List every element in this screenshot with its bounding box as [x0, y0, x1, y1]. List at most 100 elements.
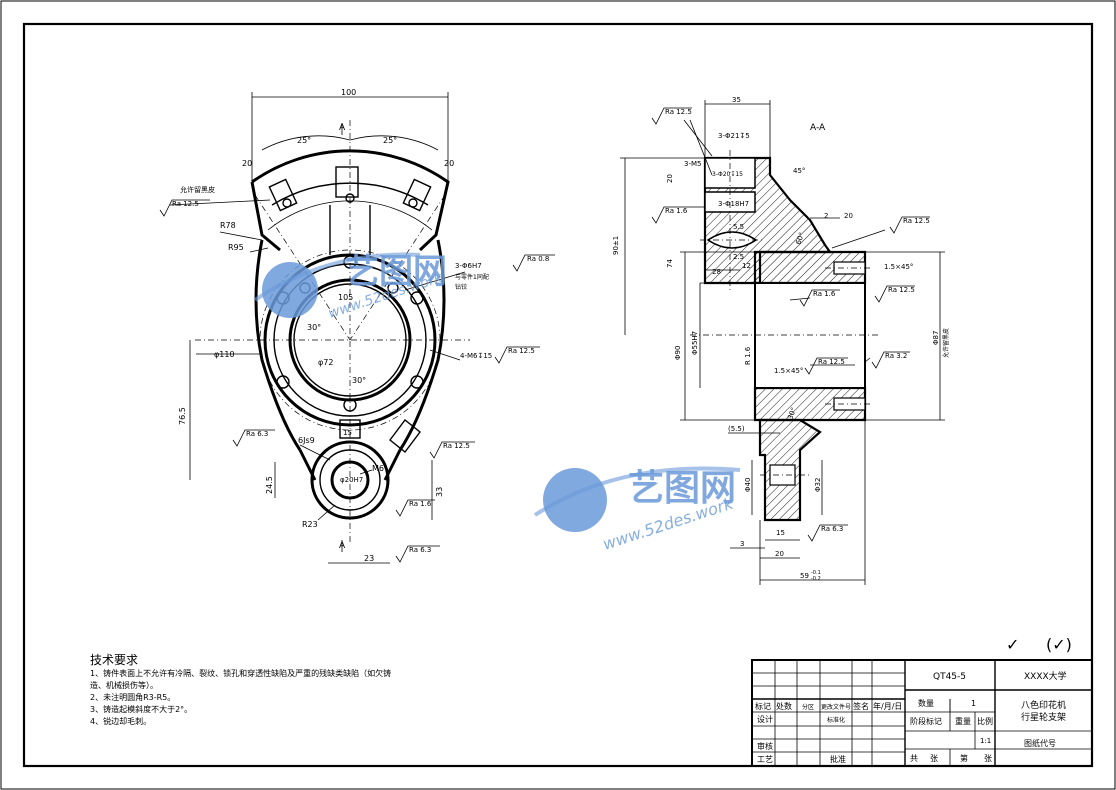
dim-20-right: 20 — [444, 159, 454, 168]
tb-material: QT45-5 — [933, 672, 966, 682]
sec-dim-35: 35 — [732, 96, 741, 104]
dim-angle-left: 25° — [297, 136, 311, 145]
dim-3-phi6h7: 3-Φ6H7 — [455, 262, 482, 270]
tech-req-item-4: 4、锐边却毛刺。 — [90, 716, 151, 726]
sec-dim-20-lower: 20 — [775, 550, 784, 558]
sec-dim-60: 60° — [794, 231, 806, 245]
sec-dim-28: 28 — [712, 268, 721, 276]
sec-dim-phi87: Φ87 — [932, 331, 940, 345]
ra-sec-1: Ra 12.5 — [665, 108, 692, 116]
ra-front-4: Ra 6.3 — [246, 430, 268, 438]
sec-note-black-skin: 允许留黑皮 — [942, 328, 950, 358]
tb-hdr-doc: 更改文件号 — [821, 703, 851, 711]
dim-33: 33 — [435, 487, 444, 497]
tb-sheet: 张 — [984, 754, 992, 763]
ra-front-6: Ra 1.6 — [409, 500, 432, 508]
ra-front-5: Ra 12.5 — [443, 442, 470, 450]
tb-hdr-sign: 签名 — [853, 701, 869, 711]
sec-dim-74: 74 — [666, 259, 674, 268]
dim-phi110: φ110 — [214, 350, 235, 359]
section-roughness: Ra 12.5 Ra 1.6 Ra 12.5 Ra 1.6 Ra 12.5 Ra… — [651, 107, 930, 542]
section-title: A-A — [810, 123, 826, 133]
dim-6js9: 6Js9 — [298, 436, 315, 445]
dim-76-5: 76.5 — [178, 407, 187, 425]
dim-m6: M6 — [372, 464, 384, 473]
sec-dim-59: 59 — [800, 572, 809, 580]
tb-qty-value: 1 — [971, 699, 976, 708]
tb-approve: 批准 — [830, 754, 846, 764]
dim-23: 23 — [364, 554, 374, 563]
watermark-1: 艺图网 www.52des.work — [253, 252, 447, 322]
watermark-cn-2: 艺图网 — [628, 468, 736, 509]
tb-review: 审核 — [757, 741, 773, 751]
sec-dim-45: 45° — [793, 167, 805, 175]
sec-dim-phi40: Φ40 — [744, 478, 752, 492]
section-view: A-A 35 3-Φ21↧5 3-M5 20 3-Φ20↧15 3-Φ18H7 … — [612, 96, 950, 585]
tb-hdr-area: 分区 — [802, 703, 814, 711]
dim-24-5: 24.5 — [265, 476, 274, 494]
ra-front-2: Ra 0.8 — [527, 255, 549, 263]
tb-process: 工艺 — [757, 755, 773, 764]
sec-dim-59-tol-upper: -0.1 — [811, 570, 821, 576]
inner-frame — [22, 22, 1094, 768]
cut-mark-bottom: A — [339, 541, 346, 551]
sec-dim-phi55h7: Φ55H7 — [691, 331, 699, 355]
sec-dim-3m5: 3-M5 — [684, 160, 701, 168]
sec-dim-5-5-ref: (5.5) — [728, 425, 745, 433]
tb-weight: 重量 — [955, 716, 971, 726]
tb-qty-label: 数量 — [918, 698, 934, 708]
ra-sec-7: Ra 3.2 — [885, 352, 907, 360]
note-drill-ream: 钻铰 — [455, 283, 467, 291]
tb-standardize: 标准化 — [827, 716, 845, 724]
watermark-cn-1: 艺图网 — [345, 252, 447, 292]
ra-front-7: Ra 6.3 — [409, 546, 431, 554]
cut-mark-top: A — [339, 123, 346, 133]
tb-total: 共 — [910, 754, 918, 763]
dim-r23: R23 — [302, 520, 318, 529]
sec-dim-chamfer-2: 1.5×45° — [774, 367, 803, 375]
sec-dim-2-5: 2.5 — [733, 253, 744, 261]
ra-sec-2: Ra 1.6 — [665, 207, 688, 215]
sec-dim-3phi20: 3-Φ20↧15 — [712, 171, 743, 178]
sec-dim-15: 15 — [776, 529, 785, 537]
sec-dim-90: 90±1 — [612, 236, 620, 255]
tb-name-line1: 八色印花机 — [1021, 699, 1066, 711]
tb-nth: 第 — [960, 753, 968, 763]
tb-sheets: 张 — [930, 754, 938, 763]
dim-4-m6: 4-M6↧15 — [460, 352, 492, 360]
dim-15: 15 — [343, 429, 352, 437]
ra-sec-3: Ra 12.5 — [903, 217, 930, 225]
sec-dim-12: 12 — [742, 262, 751, 270]
tb-stage: 阶段标记 — [910, 716, 942, 726]
dim-20-left: 20 — [242, 159, 252, 168]
dim-phi20h7: φ20H7 — [340, 476, 363, 484]
sec-dim-chamfer-1: 1.5×45° — [884, 263, 913, 271]
dim-phi72: φ72 — [318, 358, 333, 367]
roughness-other-paren: (✓) — [1046, 635, 1072, 654]
watermark-2: 艺图网 www.52des.work — [533, 466, 741, 554]
tb-scale-label: 比例 — [977, 716, 993, 726]
tb-drawing-no: 图纸代号 — [1024, 738, 1056, 748]
dim-width: 100 — [341, 88, 356, 97]
front-view: 100 25° 25° 20 20 R78 R95 105 30° 30° φ1… — [169, 88, 492, 564]
sec-dim-r1-6: R 1.6 — [744, 346, 752, 365]
tech-req-item-1b: 造、机械损伤等）。 — [90, 680, 158, 690]
dim-r78: R78 — [220, 221, 236, 230]
sec-dim-3: 3 — [740, 540, 744, 548]
ra-front-3: Ra 12.5 — [508, 347, 535, 355]
ra-sec-5: Ra 12.5 — [888, 286, 915, 294]
tb-design: 设计 — [757, 714, 773, 724]
dim-r95: R95 — [228, 243, 244, 252]
tb-hdr-mark: 标记 — [755, 701, 771, 711]
sec-dim-phi32: Φ32 — [814, 478, 822, 492]
ra-sec-8: Ra 6.3 — [821, 525, 843, 533]
title-block: 标记 处数 分区 更改文件号 签名 年/月/日 设计 标准化 审核 工艺 批准 … — [751, 659, 1093, 767]
tech-req-item-1: 1、铸件表面上不允许有冷隔、裂纹、锁孔和穿透性缺陷及严重的残缺类缺陷（如欠铸 — [90, 668, 391, 678]
sec-dim-3phi21: 3-Φ21↧5 — [718, 132, 750, 140]
note-black-skin: 允许留黑皮 — [180, 185, 215, 194]
sec-dim-20-v: 20 — [666, 174, 674, 183]
tb-scale-value: 1:1 — [980, 737, 991, 745]
sec-dim-5-5: 5.5 — [733, 223, 744, 231]
tb-hdr-count: 处数 — [776, 701, 792, 711]
